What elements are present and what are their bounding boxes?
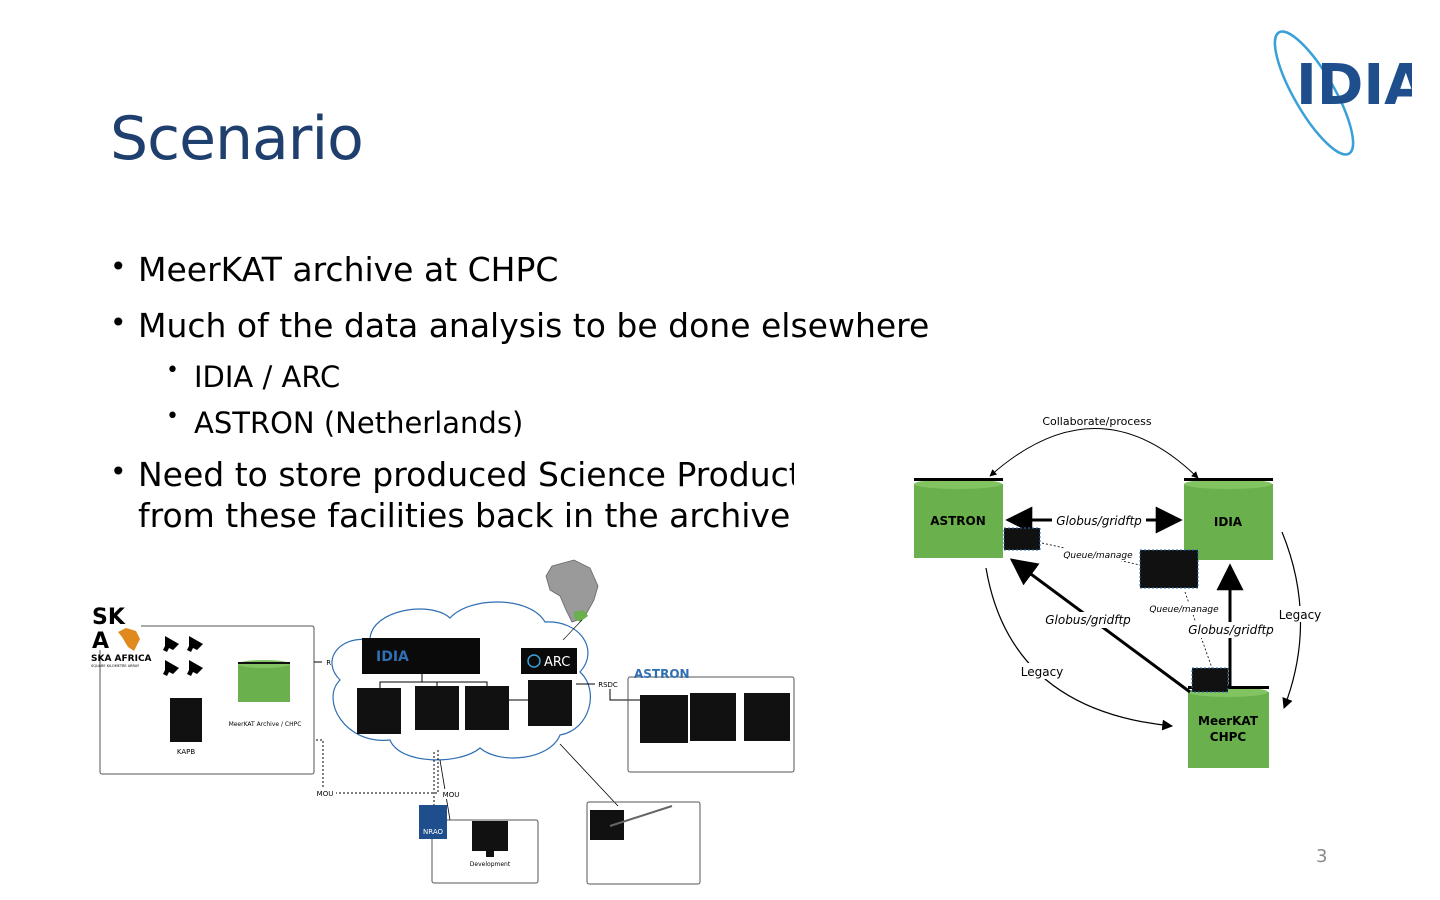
queue-right-label: Queue/manage	[1149, 605, 1219, 615]
server-rack-icon	[744, 693, 790, 741]
ska-site-box	[99, 625, 315, 775]
south-africa-highlight	[574, 610, 588, 622]
sub-bullet-text: IDIA / ARC	[194, 360, 341, 394]
queue-top-label: Queue/manage	[1063, 551, 1133, 561]
meerkat-node: MeerKAT CHPC	[1188, 686, 1269, 768]
bullet-text: Much of the data analysis to be done els…	[138, 306, 930, 345]
astron-node-label: ASTRON	[930, 514, 986, 528]
idia-logo: IDIA	[1273, 30, 1412, 156]
legacy-left-arc	[985, 567, 1174, 731]
dish-icon	[163, 660, 179, 676]
archive-cylinder-icon	[238, 660, 290, 702]
astron-box-label: ASTRON	[634, 667, 690, 681]
development-label: Development	[470, 861, 511, 868]
meerkat-node-label2: CHPC	[1210, 730, 1247, 744]
logo-text: IDIA	[1296, 53, 1412, 118]
legacy-left-label: Legacy	[1021, 665, 1064, 679]
globus-top-label: Globus/gridftp	[1056, 514, 1142, 528]
ska-logo-text: SKA AFRICA	[91, 654, 152, 664]
sub-bullet-dot: •	[166, 358, 179, 383]
bullet-text-line2: from these facilities back in the archiv…	[138, 496, 791, 535]
archive-label: MeerKAT Archive / CHPC	[229, 721, 302, 728]
server-rack-icon	[690, 693, 736, 741]
collaborate-label: Collaborate/process	[1042, 415, 1152, 428]
bullet-dot: •	[110, 250, 127, 283]
astron-node: ASTRON	[914, 478, 1003, 558]
ska-logo: SK A SKA AFRICA SQUARE KILOMETRE ARRAY	[91, 602, 152, 668]
astron-queue-server-icon	[1003, 527, 1041, 551]
page-number: 3	[1316, 846, 1328, 867]
server-rack-icon	[415, 686, 459, 730]
dish-icon	[163, 636, 179, 652]
server-rack-icon	[357, 688, 401, 734]
server-rack-icon	[528, 680, 572, 726]
dish-icon	[187, 660, 203, 676]
dish-icon-group	[163, 636, 203, 676]
collaborate-arc	[989, 428, 1199, 479]
bullet-dot: •	[110, 306, 127, 339]
ska-logo-subtitle: SQUARE KILOMETRE ARRAY	[91, 664, 140, 668]
idia-banner-label: IDIA	[376, 649, 409, 665]
rsdc-right-label: RSDC	[598, 681, 618, 689]
legacy-right-label: Legacy	[1279, 608, 1322, 622]
slide-title: Scenario	[110, 104, 364, 174]
sub-bullet-dot: •	[166, 404, 179, 429]
astron-site-box	[627, 676, 795, 773]
mou-right-label: MOU	[443, 791, 460, 799]
bullet-3-clip: Need to store produced Science Products …	[138, 455, 794, 545]
server-rack-icon	[465, 686, 509, 730]
development-box	[431, 819, 539, 884]
nrao-label: NRAO	[423, 828, 443, 836]
monitor-icon	[472, 821, 508, 851]
dish-icon	[187, 636, 203, 652]
kapb-server-icon	[170, 698, 202, 742]
globus-right-label: Globus/gridftp	[1188, 623, 1274, 637]
arc-banner	[521, 648, 577, 674]
svg-text:A: A	[92, 629, 109, 654]
idia-queue-server-icon	[1139, 549, 1199, 589]
kapb-label: KAPB	[177, 748, 195, 756]
meerkat-node-label1: MeerKAT	[1198, 714, 1259, 728]
idia-node: IDIA	[1184, 478, 1273, 560]
meerkat-queue-server-icon	[1191, 667, 1229, 693]
bullet-text-line1: Need to store produced Science Products	[138, 455, 794, 494]
svg-text:SK: SK	[92, 605, 126, 630]
laptop-icon	[590, 810, 624, 840]
sub-bullet-text: ASTRON (Netherlands)	[194, 406, 524, 440]
rsdc-right-link	[576, 683, 640, 701]
nrao-logo-icon	[419, 805, 447, 839]
server-rack-icon	[640, 695, 688, 743]
arc-banner-label: ARC	[544, 655, 570, 670]
laptop-box	[586, 801, 701, 885]
bullet-text: MeerKAT archive at CHPC	[138, 250, 559, 289]
idia-node-label: IDIA	[1214, 515, 1243, 529]
mou-left-label: MOU	[317, 790, 334, 798]
idia-banner	[362, 638, 480, 674]
bullet-dot: •	[110, 455, 127, 488]
globus-left-label: Globus/gridftp	[1045, 613, 1131, 627]
